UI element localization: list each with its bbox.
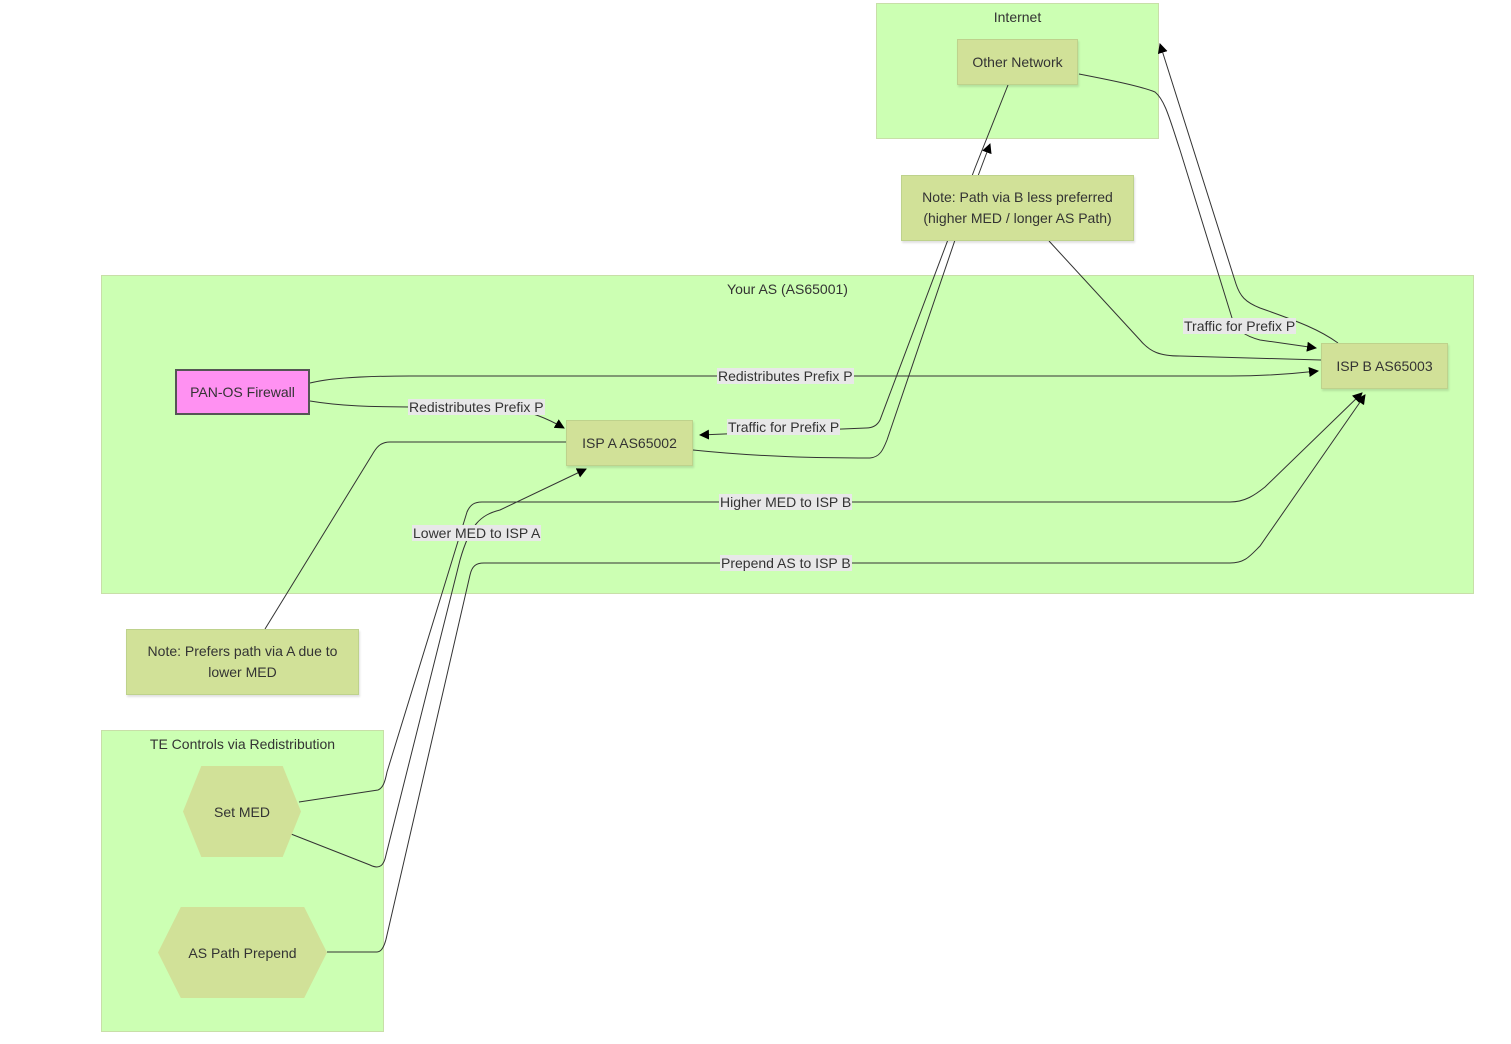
edge-note-b-to-isp-b: [1048, 240, 1322, 361]
edge-label-fw-to-isp-b: Redistributes Prefix P: [717, 368, 854, 384]
cluster-te-controls-title: TE Controls via Redistribution: [149, 736, 336, 752]
node-as-path-prepend[interactable]: AS Path Prepend: [158, 907, 327, 998]
node-isp-b[interactable]: ISP B AS65003: [1321, 343, 1448, 389]
note-prefers-path-via-a: Note: Prefers path via A due to lower ME…: [126, 629, 359, 695]
edge-prepend-to-isp-b: [327, 394, 1366, 953]
edge-label-fw-to-isp-a: Redistributes Prefix P: [408, 399, 545, 415]
node-set-med[interactable]: Set MED: [183, 766, 301, 857]
edge-label-prepend: Prepend AS to ISP B: [720, 555, 852, 571]
edge-firewall-to-isp-b: [309, 367, 1319, 384]
node-pan-os-firewall[interactable]: PAN-OS Firewall: [175, 369, 310, 415]
edge-other-network-to-isp-a: [699, 84, 1009, 440]
edge-isp-a-to-note-a: [264, 441, 566, 630]
edge-label-traffic-to-isp-a: Traffic for Prefix P: [727, 419, 841, 435]
note-path-via-b: Note: Path via B less preferred (higher …: [901, 175, 1134, 241]
node-other-network[interactable]: Other Network: [957, 39, 1078, 85]
node-isp-a[interactable]: ISP A AS65002: [566, 420, 693, 466]
edge-set-med-to-isp-a: [290, 468, 587, 868]
edge-label-traffic-to-isp-b: Traffic for Prefix P: [1183, 318, 1297, 334]
edge-isp-b-to-internet: [1157, 43, 1339, 344]
edge-label-lower-med: Lower MED to ISP A: [412, 525, 542, 541]
cluster-internet-title: Internet: [993, 9, 1042, 25]
edge-set-med-to-isp-b: [298, 392, 1363, 803]
cluster-your-as-title: Your AS (AS65001): [727, 281, 848, 297]
edge-label-higher-med: Higher MED to ISP B: [719, 494, 853, 510]
